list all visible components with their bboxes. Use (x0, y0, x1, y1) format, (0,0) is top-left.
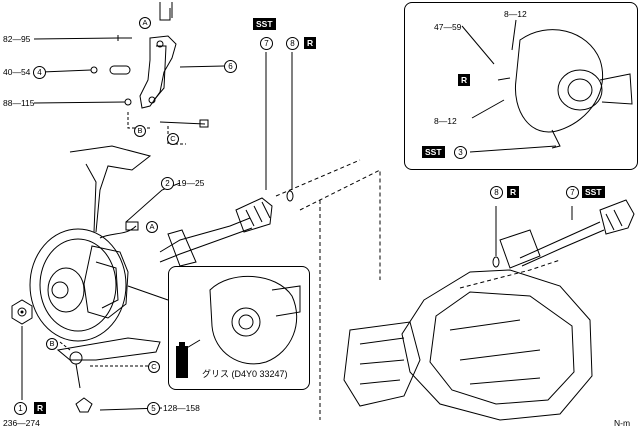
torque-value: 40—54 (3, 67, 31, 77)
reference-letter-b: B (134, 125, 146, 137)
callout-number: 5 (147, 402, 160, 415)
callout-number: 8 (286, 37, 299, 50)
torque-value: 88—115 (3, 98, 35, 108)
reference-letter-a: A (146, 221, 158, 233)
callout-number: 7 (566, 186, 579, 199)
bearing-detail-frame (168, 266, 310, 390)
callout-number: 6 (224, 60, 237, 73)
unit-code: N-m (614, 418, 631, 428)
sst-badge: SST (582, 186, 605, 198)
torque-value: 128—158 (163, 403, 200, 413)
reference-letter-a: A (139, 17, 151, 29)
torque-value: 47—59 (434, 22, 462, 32)
replace-badge: R (458, 74, 471, 86)
replace-badge: R (304, 37, 317, 49)
callout-number: 7 (260, 37, 273, 50)
reference-letter-c: C (148, 361, 160, 373)
sst-badge: SST (253, 18, 276, 30)
sst-badge: SST (422, 146, 445, 158)
torque-value: 8—12 (504, 9, 527, 19)
grease-note: グリス (D4Y0 33247) (202, 369, 288, 379)
inset-detail-frame (404, 2, 638, 170)
callout-number: 8 (490, 186, 503, 199)
callout-number: 1 (14, 402, 27, 415)
replace-badge: R (507, 186, 520, 198)
reference-letter-b: B (46, 338, 58, 350)
callout-number: 3 (454, 146, 467, 159)
reference-letter-c: C (167, 133, 179, 145)
torque-value: 19—25 (177, 178, 205, 188)
callout-number: 2 (161, 177, 174, 190)
torque-value: 8—12 (434, 116, 457, 126)
torque-value: 236—274 (3, 418, 40, 428)
callout-number: 4 (33, 66, 46, 79)
torque-value: 82—95 (3, 34, 31, 44)
replace-badge: R (34, 402, 47, 414)
